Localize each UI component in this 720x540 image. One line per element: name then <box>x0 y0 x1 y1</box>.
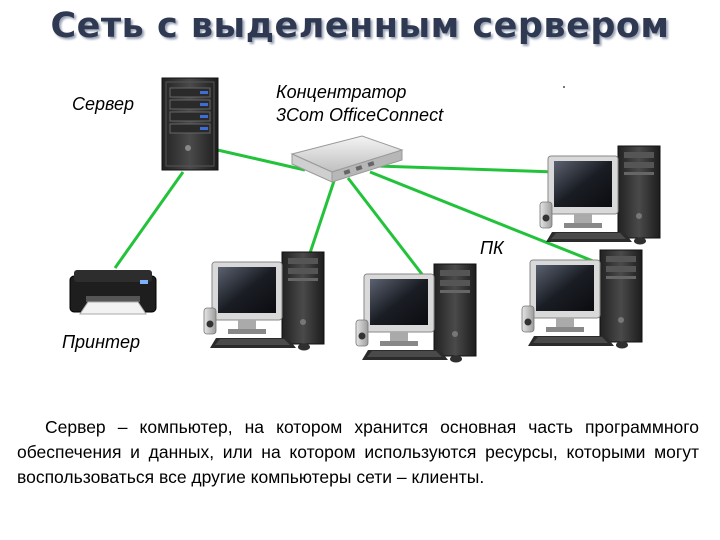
page-title: Сеть с выделенным сервером <box>50 6 670 46</box>
stray-dot <box>563 86 565 88</box>
hub-label: Концентратор 3Com OfficeConnect <box>276 81 443 127</box>
hub-label-line2: 3Com OfficeConnect <box>276 105 444 125</box>
description: Сервер – компьютер, на котором хранится … <box>17 415 699 490</box>
printer-label: Принтер <box>62 332 140 352</box>
pc-label: ПК <box>480 238 504 258</box>
description-term: Сервер <box>45 417 106 437</box>
link-server-printer <box>113 171 185 269</box>
link-hub-pc3 <box>369 170 599 265</box>
printer-icon <box>69 270 157 315</box>
pc-icon <box>355 263 477 363</box>
pc-icon <box>521 249 643 349</box>
server-icon <box>161 77 219 171</box>
hub-label-line1: Концентратор <box>276 82 407 102</box>
link-hub-pc-top <box>377 164 557 174</box>
server-label: Сервер <box>72 94 135 114</box>
pc-icon <box>203 251 325 351</box>
hub-icon <box>290 135 404 183</box>
link-hub-pc2 <box>346 177 430 283</box>
description-text: – компьютер, на котором хранится основна… <box>17 417 699 487</box>
pc-icon <box>539 145 661 245</box>
